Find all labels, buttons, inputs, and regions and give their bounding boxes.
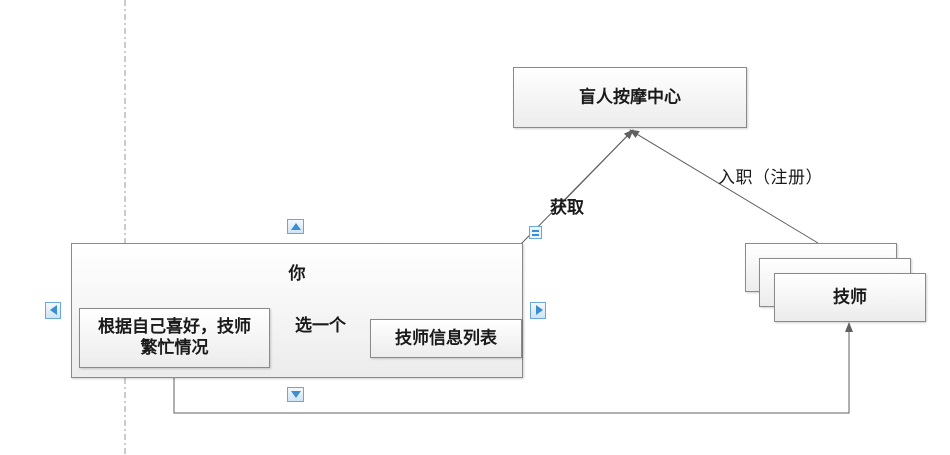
expand-left-icon[interactable] [45, 302, 61, 319]
container-you-label: 你 [288, 264, 306, 284]
edge-join[interactable] [629, 129, 819, 244]
edge-select-technician[interactable] [173, 322, 853, 414]
node-preference[interactable]: 根据自己喜好，技师繁忙情况 [79, 308, 270, 368]
edge-obtain-label: 获取 [550, 198, 584, 218]
node-technician-list[interactable]: 技师信息列表 [370, 319, 522, 358]
handle-bar-top [532, 230, 539, 232]
node-technician-label: 技师 [833, 286, 867, 307]
edge-obtain-top-head[interactable] [559, 129, 634, 206]
handle-bar-bottom [532, 234, 539, 236]
node-massage-center[interactable]: 盲人按摩中心 [513, 67, 747, 128]
node-technician[interactable]: 技师 [774, 273, 926, 322]
edge-join-label: 入职（注册） [718, 168, 823, 188]
expand-down-icon[interactable] [287, 387, 304, 402]
expand-up-icon[interactable] [287, 219, 304, 234]
edge-choose-label: 选一个 [295, 316, 346, 336]
node-technician-list-label: 技师信息列表 [395, 327, 497, 348]
expand-right-icon[interactable] [530, 302, 546, 319]
connector-midpoint-handle[interactable] [529, 226, 542, 239]
node-preference-label: 根据自己喜好，技师繁忙情况 [98, 316, 251, 358]
node-massage-center-label: 盲人按摩中心 [579, 86, 681, 107]
